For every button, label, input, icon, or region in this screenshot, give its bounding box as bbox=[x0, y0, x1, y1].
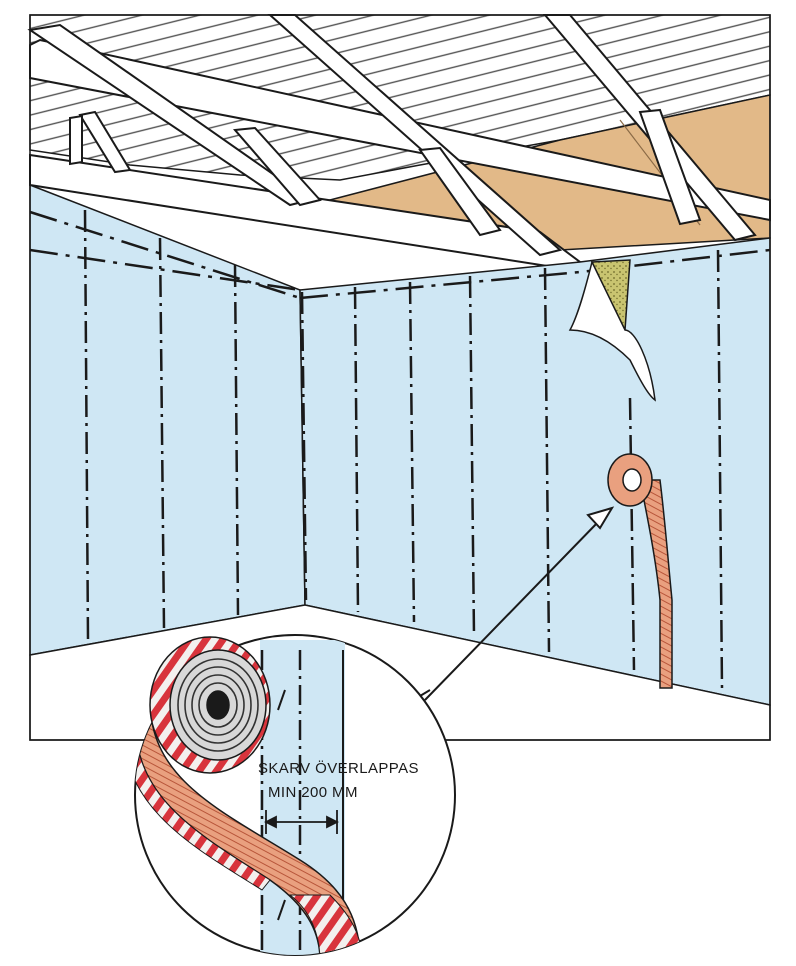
magnified-detail: SKARV ÖVERLAPPAS MIN 200 MM bbox=[134, 634, 456, 956]
rafter bbox=[418, 146, 502, 237]
rafter bbox=[638, 108, 702, 226]
rafter bbox=[78, 110, 132, 174]
plastic-sheet-flap bbox=[568, 259, 656, 402]
roof-beams bbox=[27, 14, 771, 270]
tape-roll-detail bbox=[149, 636, 271, 774]
callout-line-2: MIN 200 MM bbox=[268, 784, 358, 801]
tape-strip bbox=[639, 479, 673, 689]
tape-roll-on-wall bbox=[607, 453, 673, 689]
wall-seams bbox=[83, 209, 724, 689]
peeled-vapor-barrier bbox=[568, 259, 656, 402]
walls bbox=[29, 183, 771, 741]
overlap-dimension bbox=[263, 810, 340, 834]
tape-edge-stripes bbox=[135, 719, 271, 891]
rafter bbox=[232, 126, 322, 207]
rafter bbox=[69, 114, 83, 166]
callout-line-1: SKARV ÖVERLAPPAS bbox=[258, 759, 419, 777]
wall-top-seams bbox=[29, 210, 771, 300]
